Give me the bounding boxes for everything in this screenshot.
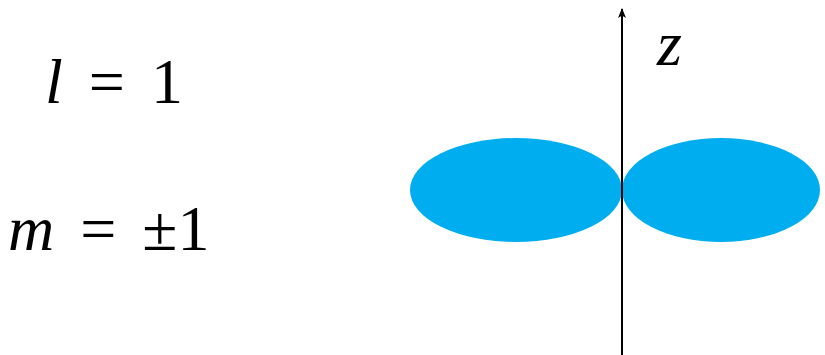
math-label: z — [657, 12, 682, 76]
math-label: m = ±1 — [8, 197, 209, 261]
math-label: l = 1 — [45, 50, 183, 114]
orbital-lobe — [622, 138, 820, 242]
z-axis — [621, 9, 623, 355]
orbital-lobe — [410, 138, 622, 242]
